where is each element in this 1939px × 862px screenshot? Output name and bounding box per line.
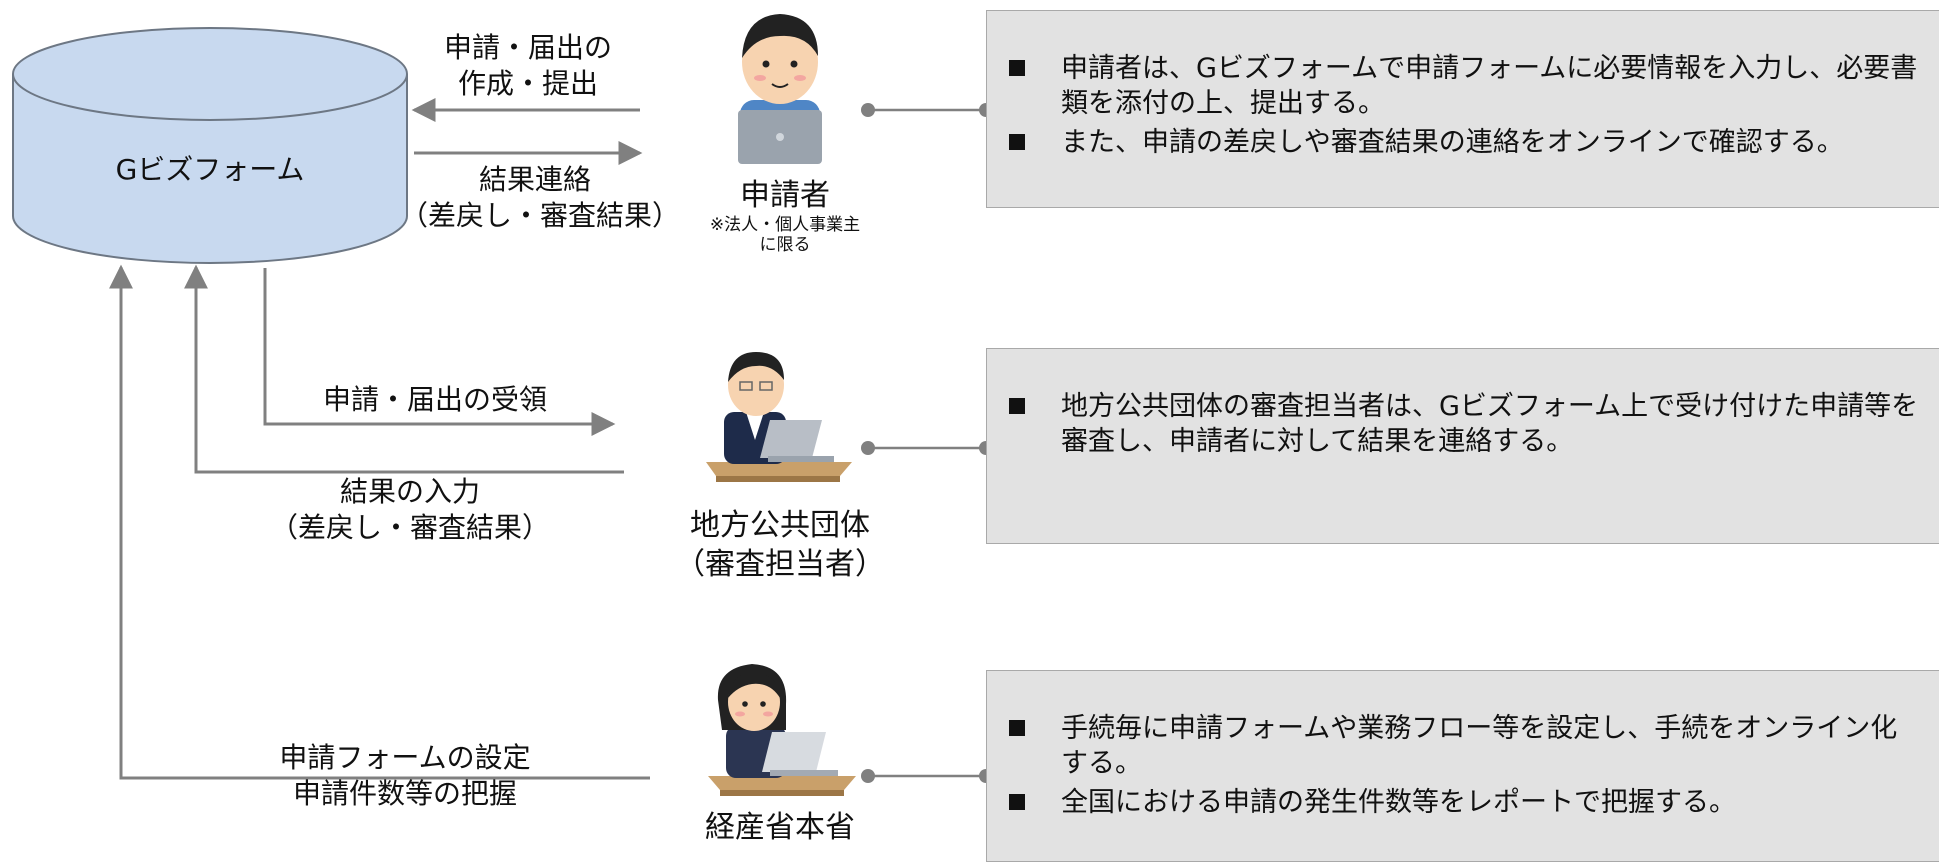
- connector-applicant: [861, 103, 993, 117]
- actor-local-gov-name1: 地方公共団体: [690, 508, 870, 543]
- panel-applicant-item: 申請者は、Gビズフォームで申請フォームに必要情報を入力し、必要書類を添付の上、提…: [1009, 51, 1920, 121]
- bullet-square-icon: [1009, 134, 1025, 151]
- actor-applicant: 申請者 ※法人・個人事業主 に限る: [690, 176, 880, 256]
- panel-applicant-text: 申請者は、Gビズフォームで申請フォームに必要情報を入力し、必要書類を添付の上、提…: [1061, 53, 1918, 120]
- bullet-square-icon: [1009, 398, 1025, 414]
- flow-label-submit-line1: 申請・届出の: [443, 31, 612, 64]
- panel-meti-text: 手続毎に申請フォームや業務フロー等を設定し、手続をオンライン化する。: [1061, 713, 1898, 780]
- bullet-square-icon: [1009, 794, 1025, 811]
- flow-label-result-input: 結果の入力 （差戻し・審査結果）: [270, 474, 550, 547]
- flow-label-result-notice-line1: 結果連絡: [478, 163, 591, 196]
- flow-label-result-input-line1: 結果の入力: [339, 475, 480, 508]
- flow-label-result-notice-line2: （差戻し・審査結果）: [400, 199, 681, 233]
- businessman-desk-icon: [706, 352, 852, 482]
- actor-local-gov-name2: （審査担当者）: [675, 547, 885, 582]
- connector-meti: [861, 769, 993, 783]
- bullet-square-icon: [1009, 720, 1025, 736]
- flow-label-result-notice: 結果連絡 （差戻し・審査結果）: [400, 162, 681, 235]
- panel-meti: 手続毎に申請フォームや業務フロー等を設定し、手続をオンライン化する。 全国におけ…: [986, 670, 1939, 862]
- gbizform-database: [12, 27, 408, 264]
- connector-local-gov: [861, 441, 993, 455]
- flow-label-settings-line1: 申請フォームの設定: [279, 741, 531, 774]
- receive-arrow: [263, 268, 616, 436]
- panel-applicant-text: また、申請の差戻しや審査結果の連絡をオンラインで確認する。: [1061, 127, 1844, 159]
- flow-label-submit: 申請・届出の 作成・提出: [418, 30, 638, 103]
- flow-label-receive-line1: 申請・届出の受領: [322, 383, 547, 416]
- panel-applicant-item: また、申請の差戻しや審査結果の連絡をオンラインで確認する。: [1009, 125, 1920, 160]
- panel-local-gov-item: 地方公共団体の審査担当者は、Gビズフォーム上で受け付けた申請等を審査し、申請者に…: [1009, 389, 1920, 459]
- panel-meti-item: 全国における申請の発生件数等をレポートで把握する。: [1009, 785, 1920, 820]
- bullet-square-icon: [1009, 60, 1025, 76]
- panel-local-gov-text: 地方公共団体の審査担当者は、Gビズフォーム上で受け付けた申請等を審査し、申請者に…: [1061, 391, 1919, 458]
- actor-applicant-name: 申請者: [740, 178, 830, 213]
- panel-meti-text: 全国における申請の発生件数等をレポートで把握する。: [1061, 787, 1736, 819]
- flow-label-submit-line2: 作成・提出: [457, 67, 598, 101]
- settings-arrow: [109, 264, 650, 780]
- result-input-arrow: [184, 264, 624, 474]
- actor-applicant-note2: に限る: [759, 235, 811, 256]
- system-name: Gビズフォーム: [115, 153, 305, 186]
- panel-applicant: 申請者は、Gビズフォームで申請フォームに必要情報を入力し、必要書類を添付の上、提…: [986, 10, 1939, 208]
- flow-label-result-input-line2: （差戻し・審査結果）: [270, 511, 551, 545]
- actor-meti-name: 経産省本省: [705, 810, 855, 845]
- flow-label-settings-line2: 申請件数等の把握: [292, 777, 517, 811]
- businesswoman-desk-icon: [708, 664, 856, 796]
- flow-label-receive: 申請・届出の受領: [300, 382, 570, 418]
- person-laptop-icon: [738, 14, 822, 164]
- actor-local-gov: 地方公共団体 （審査担当者）: [660, 506, 900, 584]
- actor-meti: 経産省本省: [680, 808, 880, 847]
- actor-applicant-note1: ※法人・個人事業主: [709, 215, 861, 235]
- panel-meti-item: 手続毎に申請フォームや業務フロー等を設定し、手続をオンライン化する。: [1009, 711, 1920, 781]
- panel-local-gov: 地方公共団体の審査担当者は、Gビズフォーム上で受け付けた申請等を審査し、申請者に…: [986, 348, 1939, 544]
- flow-label-settings: 申請フォームの設定 申請件数等の把握: [260, 740, 550, 813]
